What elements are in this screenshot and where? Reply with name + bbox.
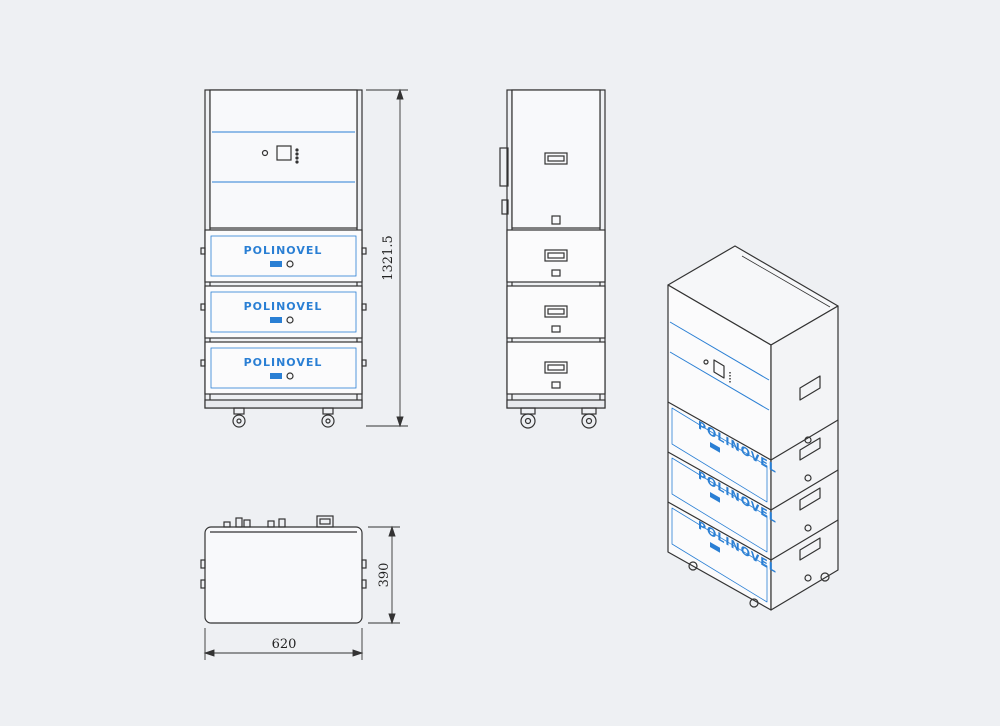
status-led-icon <box>270 317 282 323</box>
module-handle-icon <box>544 305 568 318</box>
front-wheel-right <box>321 407 335 428</box>
status-led-icon <box>710 542 720 553</box>
side-battery-module <box>506 341 606 395</box>
depth-label: 390 <box>377 563 392 588</box>
brand-logo: POLINOVEL <box>244 356 323 369</box>
display-icon <box>276 145 292 161</box>
side-wheel-right <box>581 407 597 429</box>
depth-dimension <box>368 525 400 625</box>
side-battery-module <box>506 285 606 339</box>
height-dimension <box>366 88 408 428</box>
top-body <box>204 526 363 624</box>
front-control-unit <box>209 89 358 229</box>
iso-handle-icon <box>799 375 821 401</box>
side-battery-module <box>506 229 606 283</box>
module-handle-icon <box>544 249 568 262</box>
side-handle-icon <box>544 152 568 165</box>
side-view <box>499 89 606 429</box>
status-led-icon <box>270 373 282 379</box>
height-label: 1321.5 <box>381 235 396 281</box>
front-view: POLINOVEL POLINOVEL POLINOVEL <box>200 89 367 428</box>
power-button-icon <box>261 149 269 157</box>
width-dimension <box>203 628 364 660</box>
brand-logo: POLINOVEL <box>244 300 323 313</box>
side-control-unit <box>511 89 601 229</box>
status-led-icon <box>710 492 720 503</box>
front-battery-module: POLINOVEL <box>200 341 367 395</box>
brand-logo: POLINOVEL <box>244 244 323 257</box>
width-label: 620 <box>272 637 297 652</box>
module-handle-icon <box>544 361 568 374</box>
top-view <box>200 515 367 624</box>
front-battery-module: POLINOVEL <box>200 285 367 339</box>
iso-power-icon <box>703 359 709 365</box>
iso-wheel-front-right <box>749 598 759 608</box>
iso-wheel-back-right <box>820 572 830 582</box>
front-battery-module: POLINOVEL <box>200 229 367 283</box>
side-wheel-left <box>520 407 536 429</box>
status-led-icon <box>270 261 282 267</box>
status-led-icon <box>710 442 720 453</box>
front-wheel-left <box>232 407 246 428</box>
iso-display-icon <box>713 359 725 379</box>
iso-wheel-front-left <box>688 561 698 571</box>
side-connector <box>499 147 509 187</box>
iso-side-face <box>770 305 839 611</box>
